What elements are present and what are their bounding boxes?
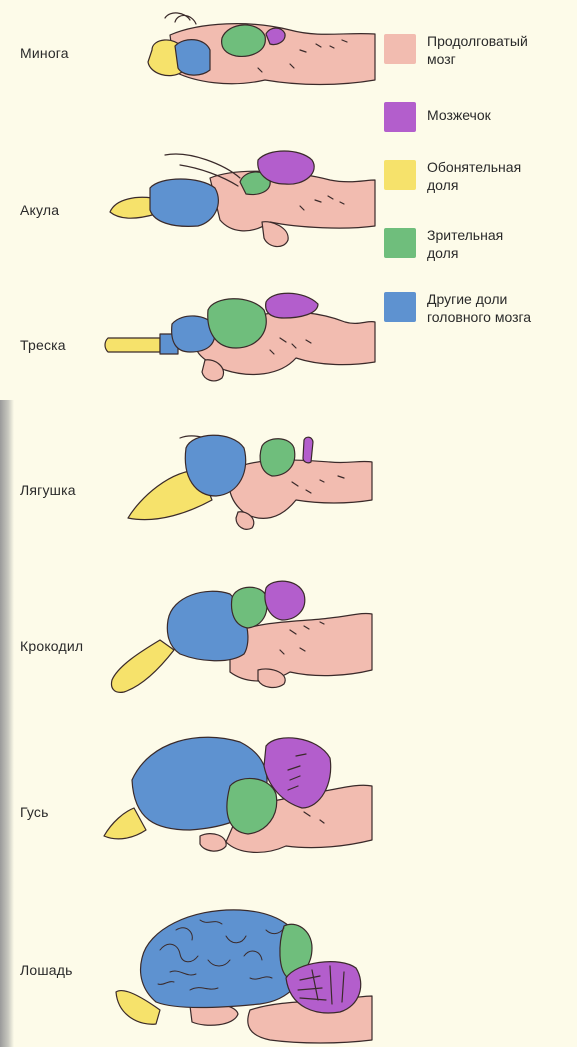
- cerebellum-region: [265, 581, 305, 620]
- brain-cod: [105, 293, 375, 381]
- medulla-region: [165, 13, 196, 24]
- other-region: [175, 40, 210, 75]
- olfactory-region: [105, 338, 160, 352]
- cerebellum-region: [258, 151, 314, 184]
- medulla-region: [262, 222, 288, 247]
- brain-crocodile: [112, 581, 373, 692]
- olfactory-region: [112, 640, 175, 692]
- other-region: [150, 179, 218, 226]
- other-region: [185, 435, 245, 496]
- optic-region: [222, 25, 266, 56]
- brain-shark: [110, 151, 375, 247]
- cerebellum-region: [266, 28, 285, 45]
- optic-region: [208, 299, 267, 348]
- brain-lamprey: [148, 13, 375, 85]
- optic-region: [232, 587, 268, 628]
- brain-frog: [128, 435, 372, 529]
- brain-horse: [116, 910, 372, 1043]
- brain-goose: [104, 737, 372, 852]
- olfactory-region: [104, 808, 146, 839]
- medulla-region: [229, 460, 372, 518]
- olfactory-region: [110, 197, 156, 218]
- cerebellum-region: [303, 437, 313, 463]
- medulla-region: [200, 834, 226, 851]
